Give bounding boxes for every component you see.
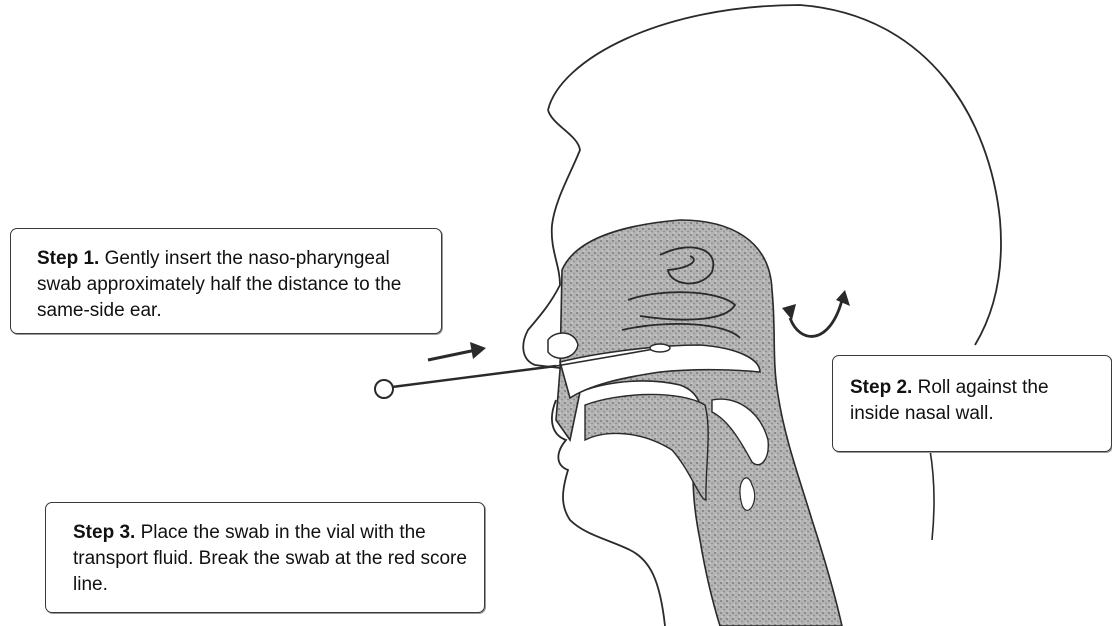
right-arrow-icon <box>428 342 486 360</box>
neck-back-outline <box>930 450 934 540</box>
curved-double-arrow-icon <box>782 290 850 336</box>
step-2-label: Step 2. <box>850 377 912 398</box>
step-1-callout: Step 1. Gently insert the naso-pharyngea… <box>10 228 442 334</box>
step-1-label: Step 1. <box>37 248 99 269</box>
swab-shaft <box>392 366 556 387</box>
nostril <box>548 333 578 358</box>
tongue <box>585 394 708 500</box>
step-3-callout: Step 3. Place the swab in the vial with … <box>45 502 485 613</box>
swab-handle-ring <box>375 380 393 398</box>
step-3-label: Step 3. <box>73 522 135 543</box>
step-2-callout: Step 2. Roll against the inside nasal wa… <box>832 355 1112 452</box>
swab-tip <box>650 344 670 352</box>
